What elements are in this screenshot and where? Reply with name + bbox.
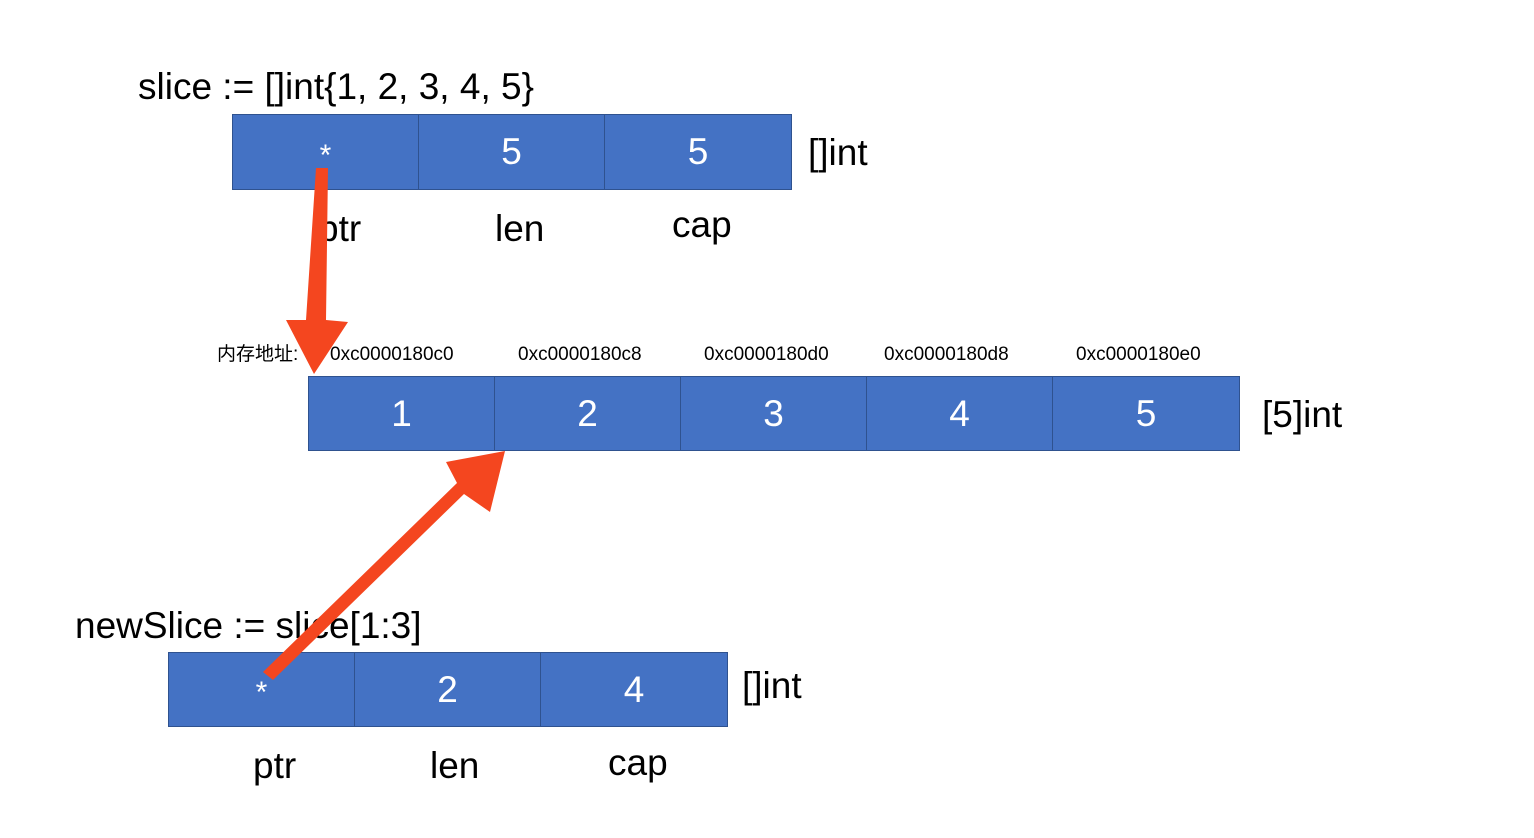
slice-type-label: []int [808, 132, 868, 173]
array-cell: 1 [308, 376, 495, 451]
array-address-0: 0xc0000180c0 [330, 344, 454, 365]
newslice-len-label: len [430, 745, 480, 786]
slice-len-label: len [495, 208, 545, 249]
array-cell: 5 [1053, 376, 1240, 451]
newslice-ptr-cell: * [168, 652, 355, 727]
slice-len-cell: 5 [419, 114, 605, 190]
newslice-ptr-label: ptr [253, 745, 297, 786]
memory-address-prefix: 内存地址: [217, 344, 299, 365]
slice-cap-label: cap [672, 204, 732, 245]
slice-header: * 5 5 [232, 114, 792, 190]
newslice-header: * 2 4 [168, 652, 728, 727]
newslice-len-cell: 2 [355, 652, 541, 727]
slice-ptr-arrow [286, 168, 348, 374]
array-address-4: 0xc0000180e0 [1076, 344, 1201, 365]
newslice-ptr-arrow [263, 451, 505, 680]
newslice-cap-label: cap [608, 742, 668, 783]
array-address-1: 0xc0000180c8 [518, 344, 642, 365]
array-address-2: 0xc0000180d0 [704, 344, 829, 365]
slice-declaration: slice := []int{1, 2, 3, 4, 5} [138, 66, 534, 107]
array-cell: 4 [867, 376, 1053, 451]
underlying-array: 1 2 3 4 5 [308, 376, 1240, 451]
slice-cap-cell: 5 [605, 114, 792, 190]
array-cell: 2 [495, 376, 681, 451]
newslice-cap-cell: 4 [541, 652, 728, 727]
newslice-type-label: []int [742, 665, 802, 706]
array-type-label: [5]int [1262, 394, 1343, 435]
array-address-3: 0xc0000180d8 [884, 344, 1009, 365]
newslice-declaration: newSlice := slice[1:3] [75, 605, 422, 646]
array-cell: 3 [681, 376, 867, 451]
